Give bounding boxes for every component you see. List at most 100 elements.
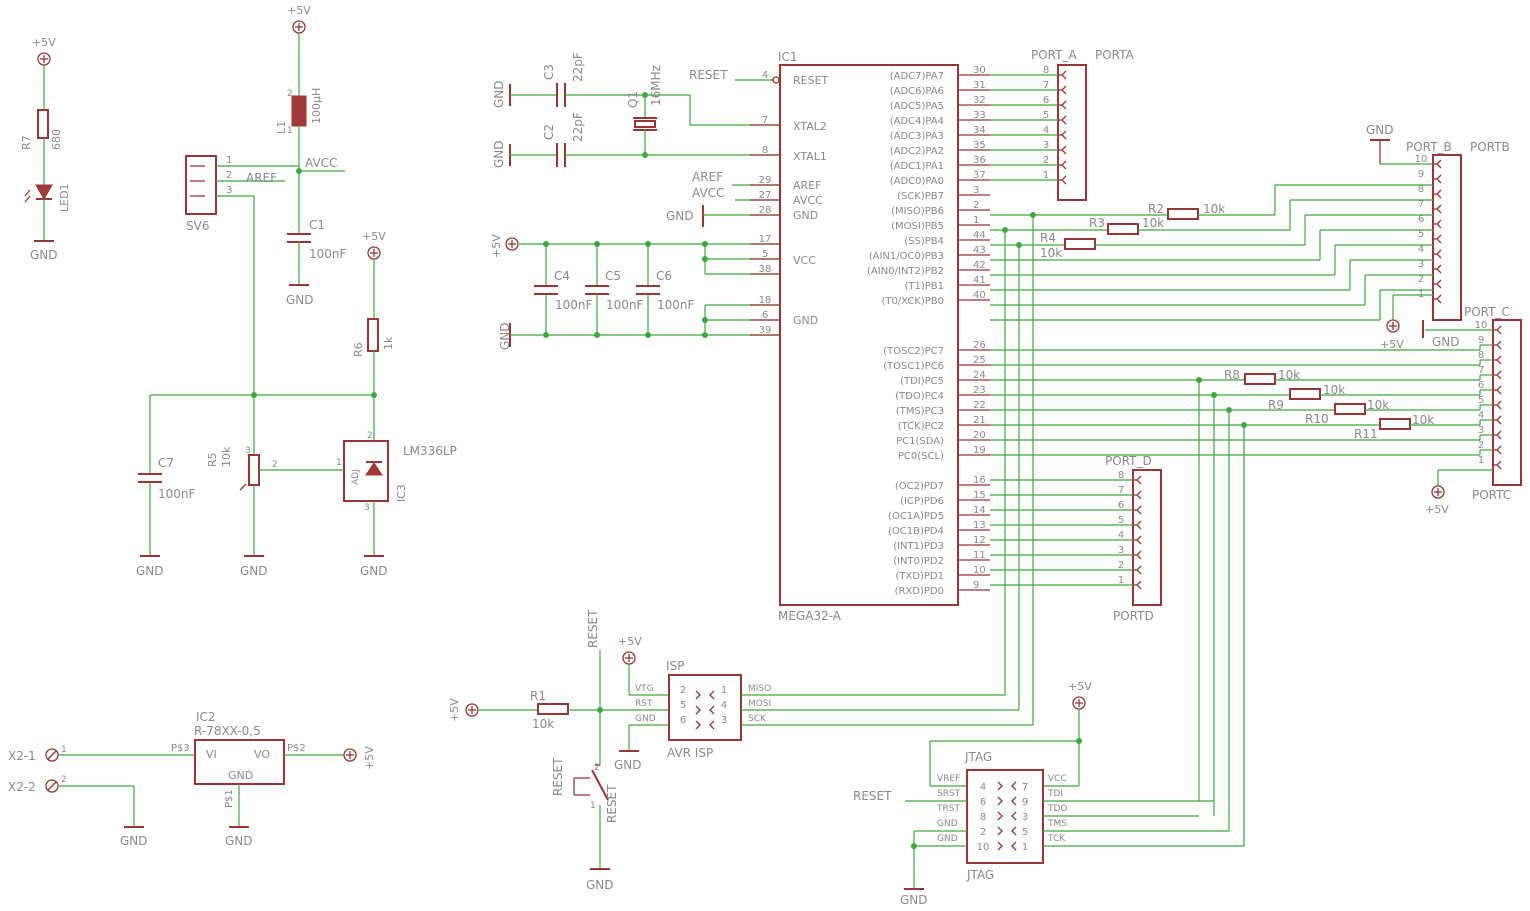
pin-label: (TOSC2)PC7 xyxy=(883,346,944,357)
svg-text:P$3: P$3 xyxy=(171,743,190,754)
svg-text:10k: 10k xyxy=(1323,383,1345,397)
ic1-name: IC1 xyxy=(778,50,798,64)
pin-label: PC1(SDA) xyxy=(896,436,944,447)
svg-text:GND: GND xyxy=(900,893,928,907)
svg-text:2: 2 xyxy=(61,775,67,785)
pin-label: 5 xyxy=(1043,110,1049,121)
pin-label: 2 xyxy=(973,200,979,211)
pin-label: 12 xyxy=(973,535,986,546)
pin-label: 9 xyxy=(1478,335,1484,346)
pin-label: 6 xyxy=(980,797,986,808)
pin-label: 17 xyxy=(759,234,772,245)
svg-text:PORTA: PORTA xyxy=(1095,48,1135,62)
svg-text:GND: GND xyxy=(666,209,694,223)
r6-name: R6 xyxy=(352,342,365,357)
pin-label: 39 xyxy=(759,325,772,336)
svg-text:AVR ISP: AVR ISP xyxy=(667,746,713,760)
pin-label: (T1)PB1 xyxy=(904,281,944,292)
c7-name: C7 xyxy=(158,456,174,470)
pin-label: 9 xyxy=(1418,169,1424,180)
svg-text:R4: R4 xyxy=(1040,231,1056,245)
pin-label: 3 xyxy=(1118,545,1124,556)
pin-label: 2 xyxy=(980,827,986,838)
pin-label: (TDO)PC4 xyxy=(895,391,944,402)
resistor-r8 xyxy=(1244,373,1276,385)
svg-text:PORT_A: PORT_A xyxy=(1031,48,1077,62)
pin-label: 4 xyxy=(980,782,986,793)
pin-label: (ADC3)PA3 xyxy=(890,131,944,142)
pin-label: (TMS)PC3 xyxy=(896,406,944,417)
pin-label: 10 xyxy=(1415,154,1428,165)
svg-text:MISO: MISO xyxy=(748,684,771,694)
pin-label: 4 xyxy=(1043,125,1049,136)
svg-text:2: 2 xyxy=(272,460,278,470)
svg-text:P$2: P$2 xyxy=(287,743,306,754)
ic2-name: IC2 xyxy=(196,710,216,724)
pin-label: 13 xyxy=(973,520,986,531)
pin-label: 7 xyxy=(1478,365,1484,376)
pin-label: 24 xyxy=(973,370,986,381)
pin-label: (ADC7)PA7 xyxy=(890,71,944,82)
svg-text:PORTD: PORTD xyxy=(1113,609,1154,623)
pin-label: (MISO)PB6 xyxy=(891,206,944,217)
pin-label: C6 xyxy=(656,269,672,283)
pin-label: C5 xyxy=(605,269,621,283)
svg-text:GND: GND xyxy=(492,80,506,108)
pin-label: (AIN1/OC0)PB3 xyxy=(869,251,944,262)
c2-name: C2 xyxy=(542,124,556,140)
svg-text:TDI: TDI xyxy=(1047,789,1063,799)
pin-label: (INT0)PD2 xyxy=(893,556,944,567)
pin-label: 7 xyxy=(762,115,768,126)
pin-label: 18 xyxy=(759,295,772,306)
pin-label: 30 xyxy=(973,65,986,76)
gnd-label: GND xyxy=(240,564,268,578)
pin-label: 25 xyxy=(973,355,986,366)
c1-name: C1 xyxy=(309,218,325,232)
pin-label: 8 xyxy=(1418,184,1424,195)
pin-label: 22 xyxy=(973,400,986,411)
svg-text:TMS: TMS xyxy=(1047,819,1067,829)
vcc-label: +5V xyxy=(363,746,376,770)
pin-label: 1 xyxy=(1118,575,1124,586)
svg-text:R9: R9 xyxy=(1268,398,1284,412)
svg-text:GND: GND xyxy=(614,758,642,772)
svg-text:VCC: VCC xyxy=(1048,774,1067,784)
svg-text:AREF: AREF xyxy=(692,170,723,184)
pin-label: 34 xyxy=(973,125,986,136)
pin-label: 4 xyxy=(762,70,768,81)
resistor-r10 xyxy=(1334,403,1366,415)
svg-text:PORTB: PORTB xyxy=(1470,140,1510,154)
svg-text:R11: R11 xyxy=(1354,427,1378,441)
svg-text:1: 1 xyxy=(287,126,293,136)
svg-text:TDO: TDO xyxy=(1047,804,1068,814)
pin-label: 7 xyxy=(1022,782,1028,793)
svg-text:RESET: RESET xyxy=(793,74,829,87)
pin-label: 5 xyxy=(1022,827,1028,838)
ic3-lm336 xyxy=(343,440,389,502)
pin-label: 1 xyxy=(973,215,979,226)
pin-label: 8 xyxy=(980,812,986,823)
svg-text:XTAL2: XTAL2 xyxy=(793,120,827,133)
resistor-r7 xyxy=(37,109,49,139)
x2-1-label: X2-1 xyxy=(8,749,36,763)
clock-block: GND C3 22pF GND C2 22pF Q1 16MHz xyxy=(492,52,780,168)
pin-label: 38 xyxy=(759,264,772,275)
pin-label: 32 xyxy=(973,95,986,106)
q1-name: Q1 xyxy=(626,91,640,108)
pin-label: 29 xyxy=(759,175,772,186)
svg-text:10k: 10k xyxy=(1142,216,1164,230)
pin-label: 2 xyxy=(1418,274,1424,285)
pin-label: 9 xyxy=(973,580,979,591)
svg-text:VI: VI xyxy=(206,748,217,761)
pin-label: (ADC4)PA4 xyxy=(890,116,944,127)
pin-label: (ADC0)PA0 xyxy=(890,176,944,187)
svg-text:AVCC: AVCC xyxy=(793,194,823,207)
ic2-value: R-78XX-0,5 xyxy=(194,724,261,738)
pin-label: 3 xyxy=(1418,259,1424,270)
c7-value: 100nF xyxy=(158,487,196,501)
pin-label: 40 xyxy=(973,290,986,301)
l1-name: L1 xyxy=(275,121,288,134)
r7-name: R7 xyxy=(20,135,33,150)
